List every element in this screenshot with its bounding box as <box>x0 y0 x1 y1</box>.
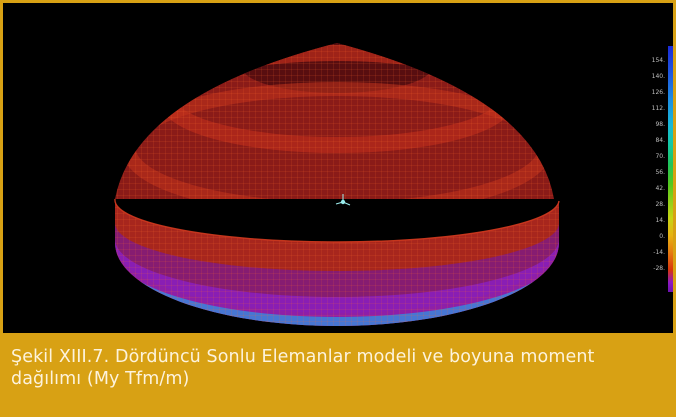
legend-label: 140. <box>651 73 665 80</box>
figure-caption: Şekil XIII.7. Dördüncü Sonlu Elemanlar m… <box>11 347 595 389</box>
legend-label: 112. <box>651 105 665 112</box>
legend-label: 154. <box>651 57 665 64</box>
legend-label: 126. <box>651 89 665 96</box>
legend-label: 14. <box>655 217 665 224</box>
color-legend: 154. 140. 126. 112. 98. 84. 70. 56. 42. … <box>639 46 673 292</box>
legend-label: 42. <box>655 185 665 192</box>
legend-label: 28. <box>655 201 665 208</box>
legend-label: -28. <box>653 265 665 272</box>
dome-rim <box>114 198 560 243</box>
cylinder-wall <box>114 199 559 326</box>
legend-color-bar <box>668 46 673 292</box>
legend-label: 0. <box>659 233 665 240</box>
legend-label: 98. <box>655 121 665 128</box>
legend-label: 70. <box>655 153 665 160</box>
legend-label: 84. <box>655 137 665 144</box>
legend-label: -14. <box>653 249 665 256</box>
fem-viewport: 154. 140. 126. 112. 98. 84. 70. 56. 42. … <box>3 3 673 333</box>
axis-triad-icon <box>335 194 351 206</box>
fem-model-render <box>114 43 560 326</box>
dome-shell <box>115 43 554 199</box>
legend-label: 56. <box>655 169 665 176</box>
